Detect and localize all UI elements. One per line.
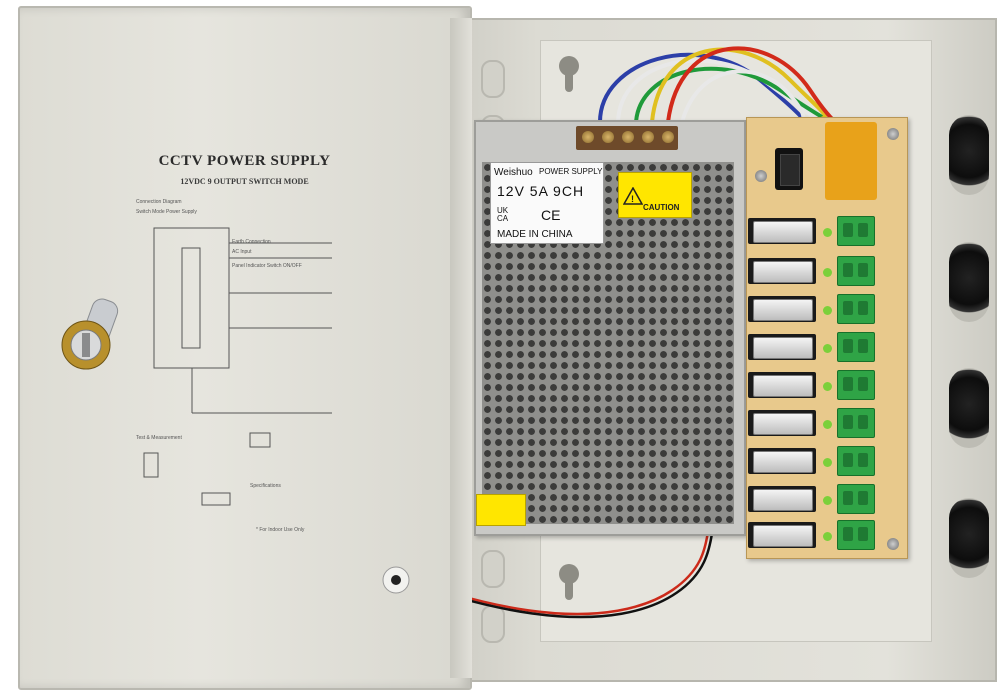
diagram-note: Test & Measurement bbox=[136, 435, 182, 441]
output-terminal bbox=[837, 446, 875, 476]
door-hinge-edge bbox=[450, 18, 472, 678]
psu-side-sticker bbox=[476, 494, 526, 526]
ce-mark: CE bbox=[541, 207, 561, 223]
diagram-note: Panel Indicator Switch ON/OFF bbox=[232, 263, 302, 269]
knockout bbox=[481, 550, 505, 588]
channel-led bbox=[823, 306, 832, 315]
psu-terminal-block bbox=[576, 126, 678, 150]
fuse bbox=[753, 413, 813, 435]
output-terminal bbox=[837, 216, 875, 246]
board-screw bbox=[887, 538, 899, 550]
cable-grommet bbox=[949, 498, 989, 578]
diagram-note: AC Input bbox=[232, 249, 252, 255]
fuse bbox=[753, 375, 813, 397]
diagram-heading: Connection Diagram bbox=[136, 199, 182, 205]
fuse bbox=[753, 221, 813, 243]
channel-led bbox=[823, 496, 832, 505]
caution-sticker: ! CAUTION bbox=[618, 172, 692, 218]
svg-text:!: ! bbox=[631, 194, 634, 204]
cable-grommet bbox=[949, 242, 989, 322]
brand-text: Weishuo bbox=[494, 167, 533, 178]
channel-led bbox=[823, 344, 832, 353]
enclosure-door: CCTV POWER SUPPLY 12VDC 9 OUTPUT SWITCH … bbox=[18, 6, 472, 690]
psu-spec-sticker: Weishuo POWER SUPPLY 12V 5A 9CH UK CA CE… bbox=[490, 162, 604, 244]
label-subtitle: 12VDC 9 OUTPUT SWITCH MODE bbox=[180, 177, 309, 186]
diagram-note: Switch Mode Power Supply bbox=[136, 209, 197, 215]
ventilation-mesh bbox=[482, 162, 734, 524]
channel-led bbox=[823, 268, 832, 277]
output-terminal bbox=[837, 408, 875, 438]
cable-grommet bbox=[949, 115, 989, 195]
output-terminal bbox=[837, 332, 875, 362]
power-rocker-switch bbox=[775, 148, 803, 190]
channel-led bbox=[823, 420, 832, 429]
keyhole-mount bbox=[559, 56, 579, 92]
origin-text: MADE IN CHINA bbox=[497, 229, 573, 240]
spec-text: 12V 5A 9CH bbox=[497, 183, 585, 199]
circuit-diagram bbox=[143, 227, 332, 506]
fuse bbox=[753, 489, 813, 511]
fuse bbox=[753, 337, 813, 359]
diagram-note: Specifications bbox=[250, 483, 281, 489]
cable-grommet-door bbox=[382, 566, 410, 594]
power-input-terminal bbox=[825, 122, 877, 200]
label-title: CCTV POWER SUPPLY bbox=[158, 153, 331, 169]
cam-lock bbox=[61, 298, 119, 370]
wiring-diagram-label: CCTV POWER SUPPLY 12VDC 9 OUTPUT SWITCH … bbox=[132, 153, 357, 573]
output-terminal bbox=[837, 520, 875, 550]
fuse bbox=[753, 261, 813, 283]
output-terminal bbox=[837, 256, 875, 286]
fuse bbox=[753, 525, 813, 547]
fuse bbox=[753, 451, 813, 473]
channel-led bbox=[823, 228, 832, 237]
diagram-note: * For Indoor Use Only bbox=[256, 527, 305, 533]
cable-grommet bbox=[949, 368, 989, 448]
channel-led bbox=[823, 458, 832, 467]
caution-text: CAUTION bbox=[643, 203, 680, 212]
fuse bbox=[753, 299, 813, 321]
warning-icon: ! bbox=[623, 187, 643, 205]
output-terminal bbox=[837, 294, 875, 324]
switching-power-supply: Weishuo POWER SUPPLY 12V 5A 9CH UK CA CE… bbox=[474, 120, 746, 536]
diagram-note: Earth Connection bbox=[232, 239, 271, 245]
board-screw bbox=[755, 170, 767, 182]
channel-led bbox=[823, 382, 832, 391]
distribution-board bbox=[746, 117, 908, 559]
keyhole-mount bbox=[559, 564, 579, 600]
board-screw bbox=[887, 128, 899, 140]
ukca-mark: UK CA bbox=[497, 206, 509, 223]
output-terminal bbox=[837, 484, 875, 514]
product-text: POWER SUPPLY bbox=[539, 167, 603, 176]
knockout bbox=[481, 60, 505, 98]
output-terminal bbox=[837, 370, 875, 400]
channel-led bbox=[823, 532, 832, 541]
